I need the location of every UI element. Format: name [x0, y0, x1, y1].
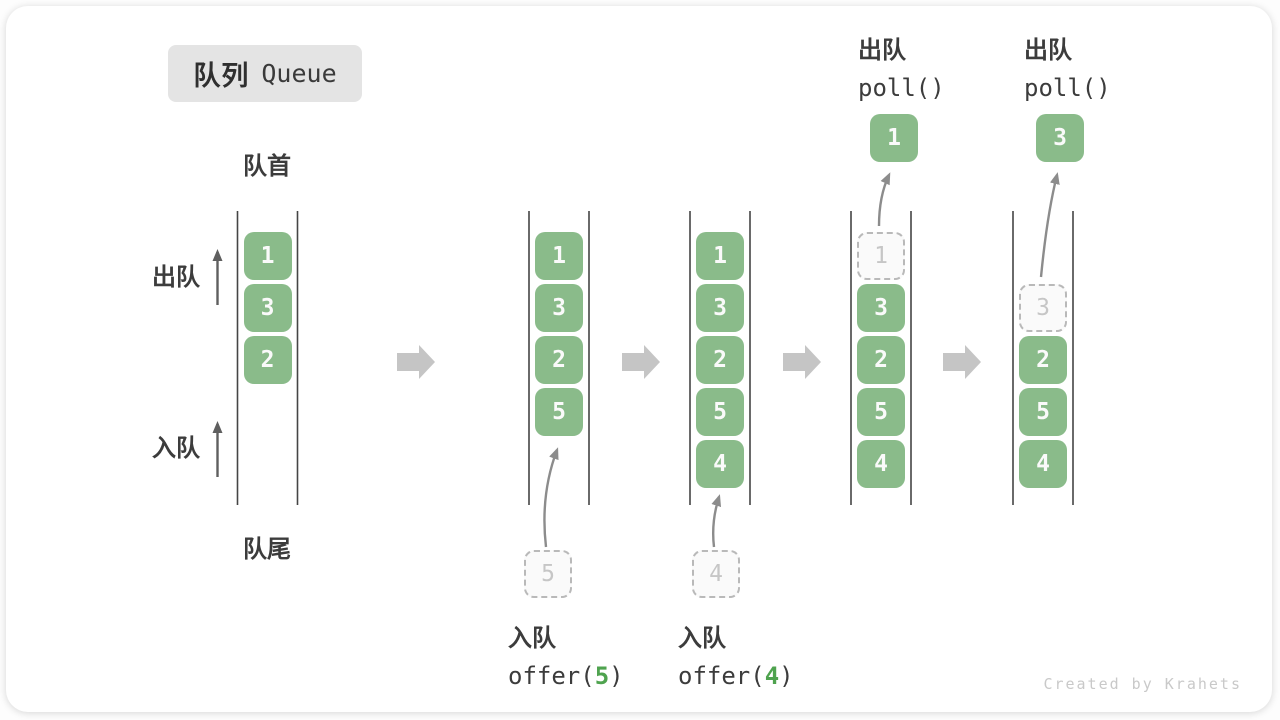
enqueue5-code-label: offer(5) — [508, 662, 624, 690]
queue-cell-5: 5 — [1019, 388, 1067, 436]
queue-cell-5: 5 — [535, 388, 583, 436]
poll1-op-label: 出队 poll() — [858, 30, 945, 102]
poll1-code-label: poll() — [858, 74, 945, 102]
enqueue-source-box-5: 5 — [524, 550, 572, 598]
queue-cell-3: 3 — [535, 284, 583, 332]
queue-cell-1: 1 — [243, 232, 292, 280]
queue-cell-5: 5 — [696, 388, 744, 436]
queue-cell-ghost-3: 3 — [1019, 284, 1067, 332]
enqueue4-arg: 4 — [764, 662, 780, 690]
title-box: 队列 Queue — [168, 45, 362, 102]
enqueue4-close: ) — [779, 662, 794, 690]
queue-cell-2: 2 — [696, 336, 744, 384]
enqueue5-close: ) — [609, 662, 624, 690]
queue-cell-3: 3 — [696, 284, 744, 332]
enqueue-label: 入队 — [152, 435, 200, 462]
enqueue4-op-label: 入队 offer(4) — [678, 618, 794, 690]
queue-cell-1: 1 — [696, 232, 744, 280]
poll3-op-label: 出队 poll() — [1024, 30, 1111, 102]
queue-cell-3: 3 — [243, 284, 292, 332]
queue-cell-2: 2 — [1019, 336, 1067, 384]
queue-cell-4: 4 — [1019, 440, 1067, 488]
enqueue5-op-label: 入队 offer(5) — [508, 618, 624, 690]
queue-cell-2: 2 — [243, 336, 292, 384]
title-en: Queue — [261, 59, 337, 88]
title-zh: 队列 — [193, 61, 250, 91]
poll-result-box-1: 1 — [870, 114, 918, 162]
enqueue-source-box-4: 4 — [692, 550, 740, 598]
dequeue-label: 出队 — [152, 264, 200, 291]
queue-front-label: 队首 — [243, 153, 291, 180]
poll-result-box-3: 3 — [1036, 114, 1084, 162]
enqueue5-arg: 5 — [594, 662, 610, 690]
poll1-zh-label: 出队 — [858, 37, 906, 64]
queue-cell-4: 4 — [857, 440, 905, 488]
enqueue4-code-label: offer(4) — [678, 662, 794, 690]
watermark: Created by Krahets — [1043, 675, 1242, 693]
queue-cell-1: 1 — [535, 232, 583, 280]
enqueue5-fn: offer( — [508, 662, 595, 690]
queue-rear-label: 队尾 — [243, 536, 291, 563]
enqueue4-fn: offer( — [678, 662, 765, 690]
queue-cell-2: 2 — [535, 336, 583, 384]
enqueue5-zh-label: 入队 — [508, 625, 556, 652]
queue-cell-3: 3 — [857, 284, 905, 332]
queue-cell-5: 5 — [857, 388, 905, 436]
queue-cell-4: 4 — [696, 440, 744, 488]
queue-cell-2: 2 — [857, 336, 905, 384]
poll3-zh-label: 出队 — [1024, 37, 1072, 64]
queue-cell-ghost-1: 1 — [857, 232, 905, 280]
enqueue4-zh-label: 入队 — [678, 625, 726, 652]
poll3-code-label: poll() — [1024, 74, 1111, 102]
